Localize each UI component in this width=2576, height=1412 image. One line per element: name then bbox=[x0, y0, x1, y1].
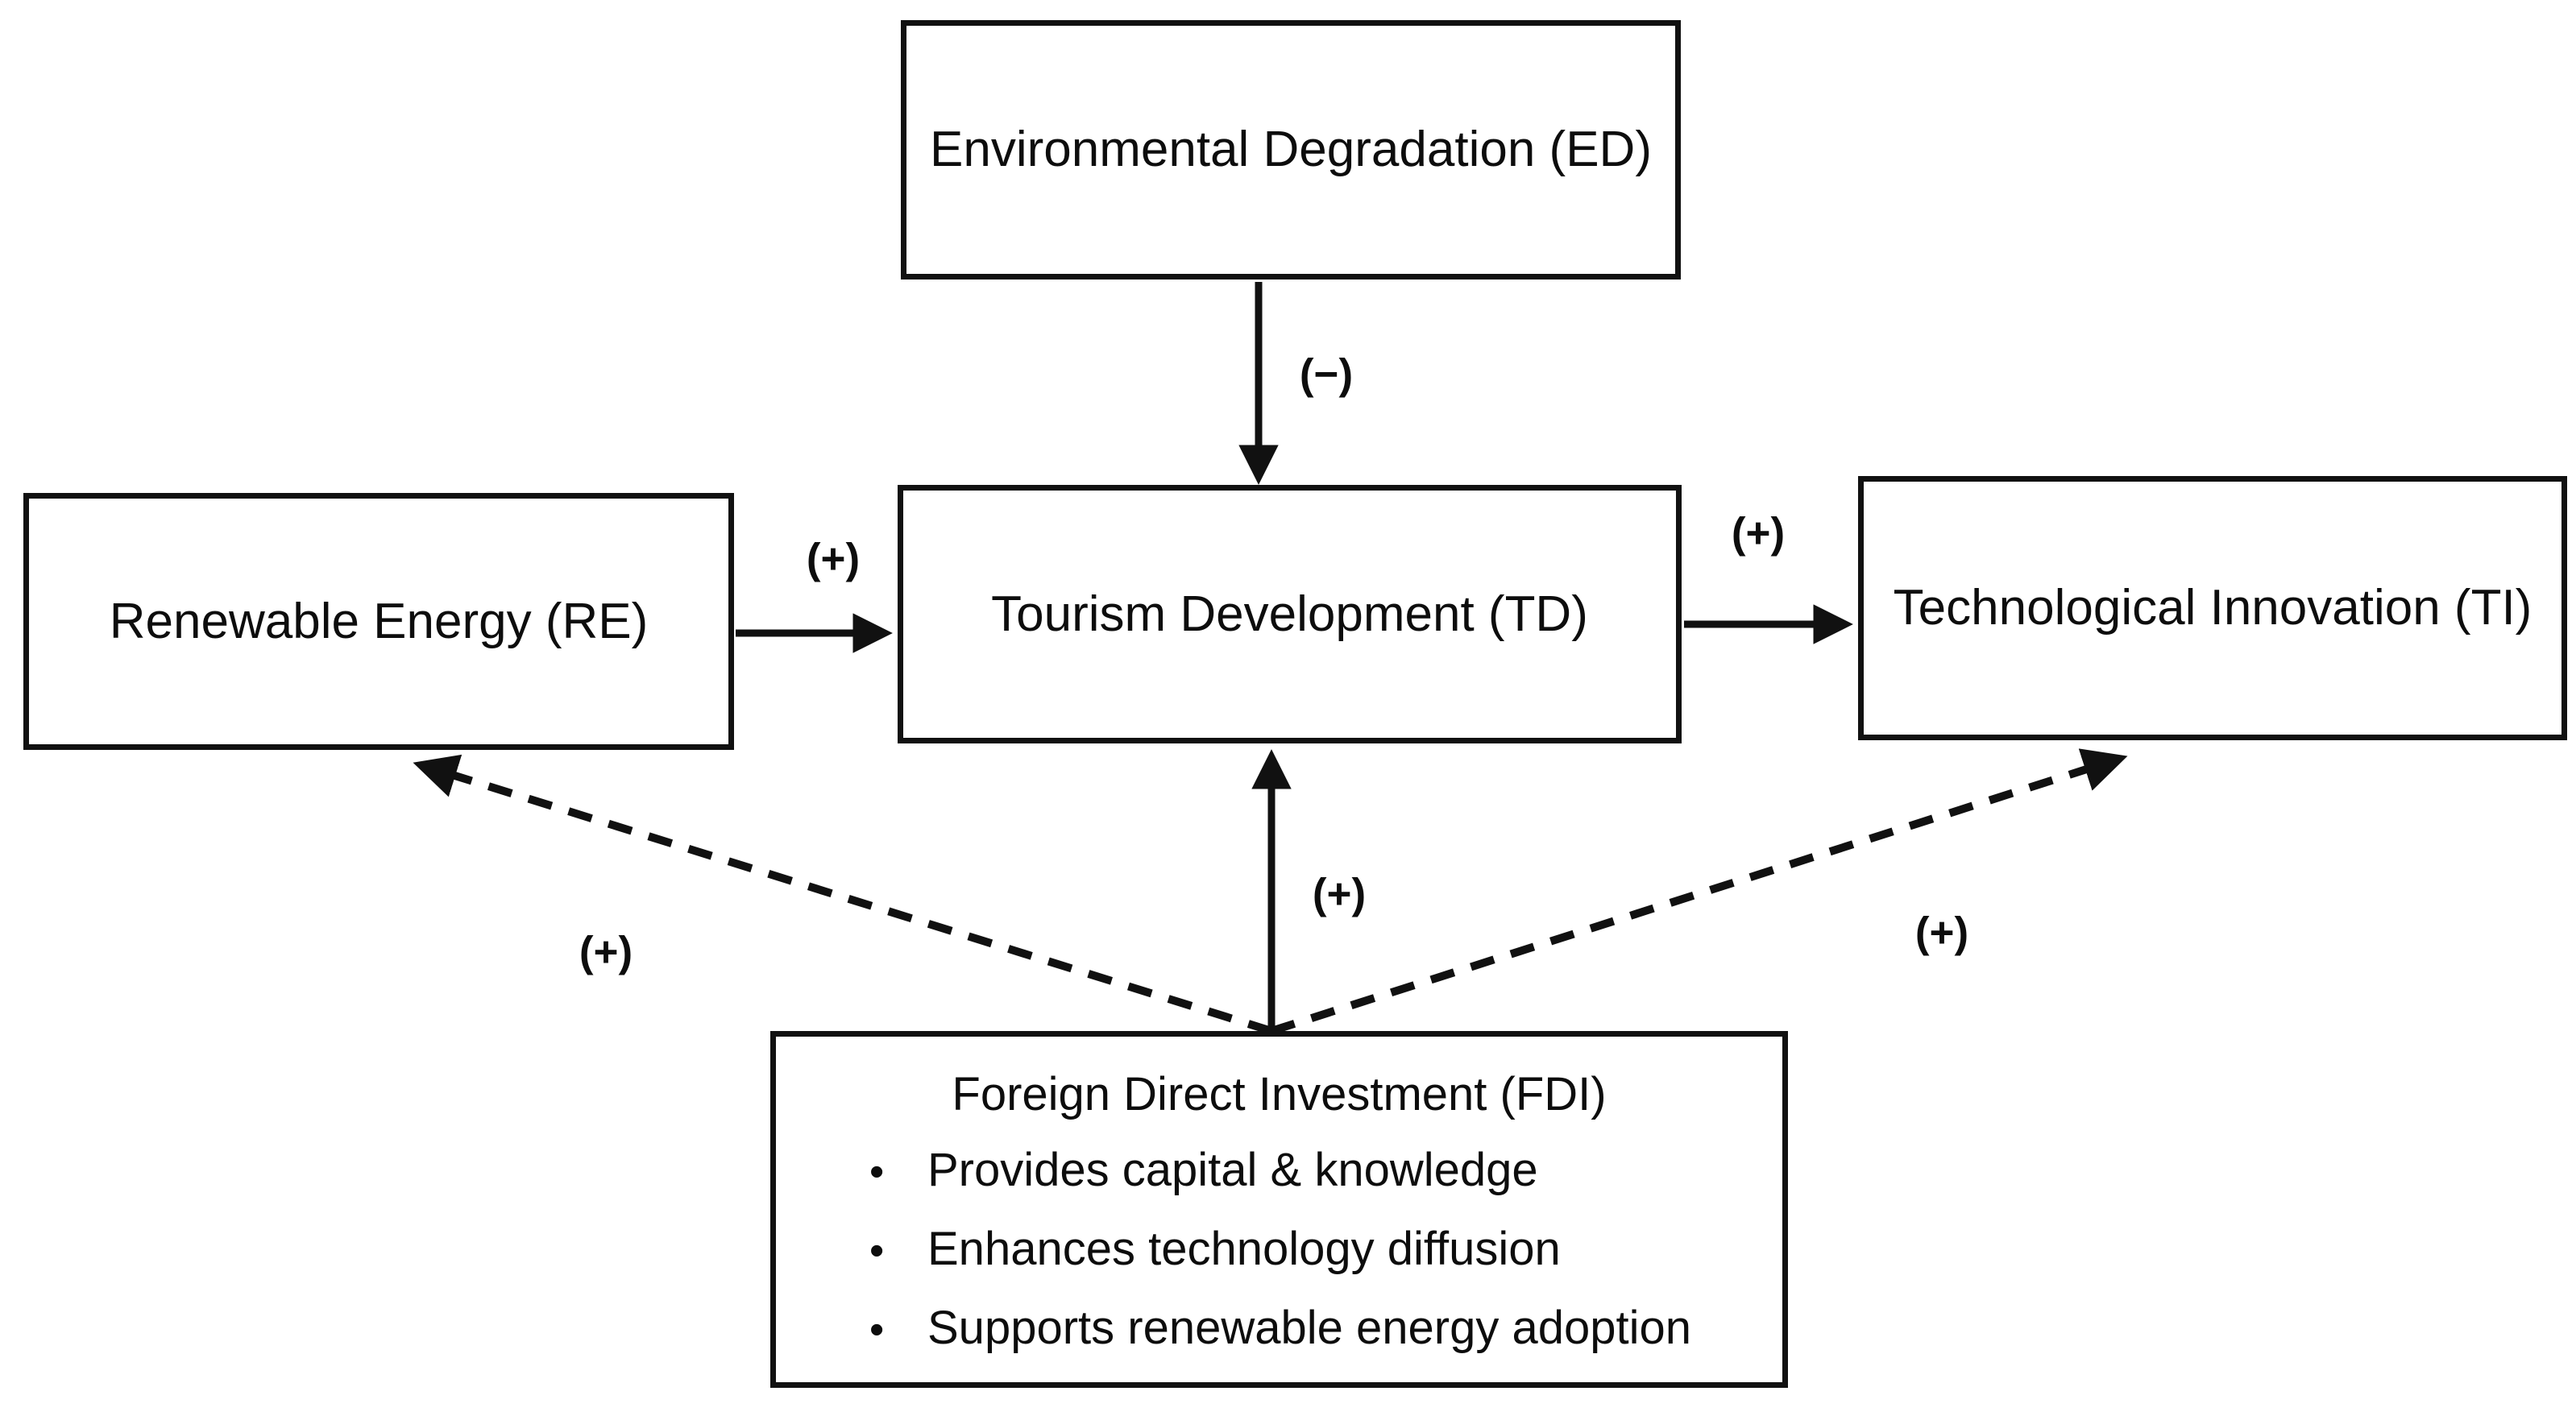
edge-sign-td-ti: (+) bbox=[1731, 509, 1786, 557]
node-tourism-development: Tourism Development (TD) bbox=[898, 485, 1682, 743]
node-renewable-energy-label: Renewable Energy (RE) bbox=[109, 593, 649, 649]
edge-fdi-ti bbox=[1270, 748, 2128, 1035]
node-foreign-direct-investment-title: Foreign Direct Investment (FDI) bbox=[952, 1068, 1607, 1120]
edge-sign-fdi-re: (+) bbox=[579, 928, 633, 976]
list-item: • Provides capital & knowledge bbox=[869, 1132, 1782, 1211]
fdi-bullet-list: • Provides capital & knowledge • Enhance… bbox=[776, 1132, 1782, 1369]
edge-sign-fdi-td: (+) bbox=[1312, 870, 1367, 918]
fdi-bullet-text: Enhances technology diffusion bbox=[927, 1223, 1561, 1275]
fdi-bullet-text: Provides capital & knowledge bbox=[927, 1144, 1538, 1196]
node-technological-innovation: Technological Innovation (TI) bbox=[1858, 476, 2567, 740]
bullet-icon: • bbox=[869, 1306, 885, 1353]
node-renewable-energy: Renewable Energy (RE) bbox=[23, 493, 734, 750]
list-item: • Enhances technology diffusion bbox=[869, 1211, 1782, 1290]
node-foreign-direct-investment: Foreign Direct Investment (FDI) • Provid… bbox=[770, 1031, 1788, 1388]
bullet-icon: • bbox=[869, 1149, 885, 1195]
list-item: • Supports renewable energy adoption bbox=[869, 1290, 1782, 1369]
node-environmental-degradation: Environmental Degradation (ED) bbox=[901, 20, 1681, 280]
edge-sign-ed-td: (−) bbox=[1299, 350, 1354, 399]
fdi-bullet-text: Supports renewable energy adoption bbox=[927, 1302, 1691, 1354]
node-tourism-development-label: Tourism Development (TD) bbox=[991, 586, 1588, 642]
node-technological-innovation-label: Technological Innovation (TI) bbox=[1893, 580, 2532, 636]
edge-fdi-re bbox=[413, 754, 1273, 1035]
bullet-icon: • bbox=[869, 1228, 885, 1274]
node-environmental-degradation-label: Environmental Degradation (ED) bbox=[930, 122, 1652, 178]
edge-sign-re-td: (+) bbox=[806, 535, 861, 583]
edge-sign-fdi-ti: (+) bbox=[1914, 909, 1969, 957]
